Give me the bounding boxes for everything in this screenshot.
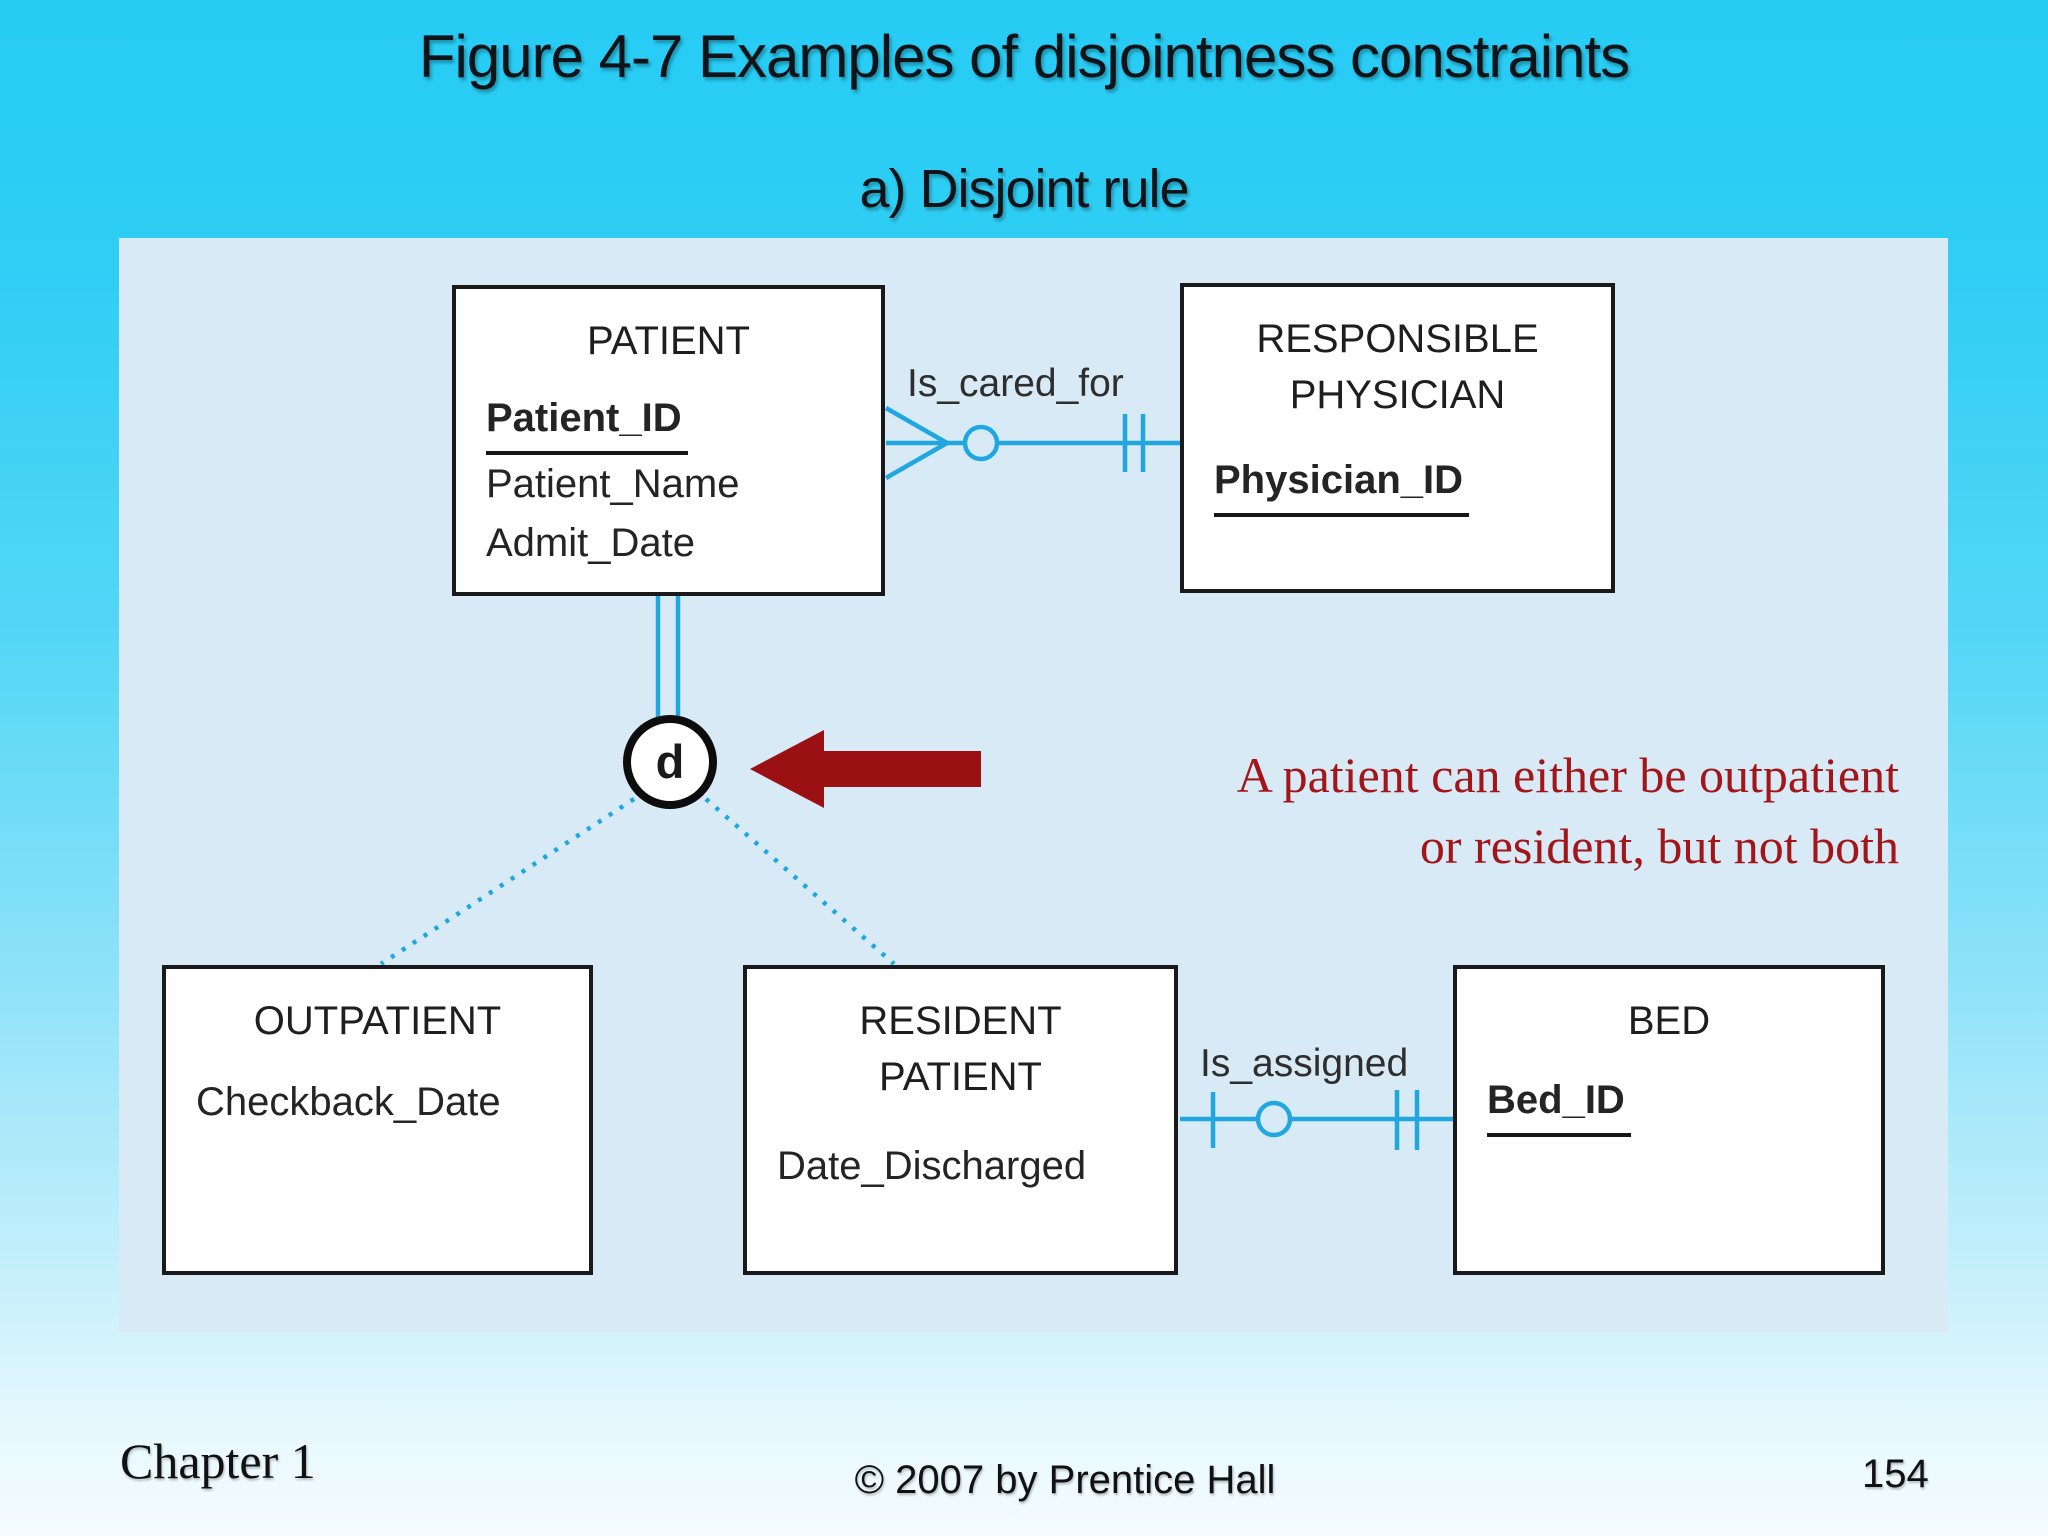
entity-responsible-physician: RESPONSIBLE PHYSICIAN Physician_ID bbox=[1180, 283, 1615, 593]
left-arrow-icon bbox=[750, 730, 981, 808]
entity-attributes: Physician_ID bbox=[1214, 451, 1470, 517]
entity-title-line: OUTPATIENT bbox=[253, 999, 502, 1043]
is-assigned-connector bbox=[1180, 1090, 1453, 1150]
footer-page-number: 154 bbox=[1862, 1452, 1929, 1496]
key-attribute: Physician_ID bbox=[1214, 451, 1470, 517]
optional-circle-icon bbox=[962, 424, 1000, 462]
entity-title-line: RESIDENT bbox=[859, 999, 1062, 1043]
entity-title: PATIENT bbox=[456, 313, 881, 369]
is-cared-for-connector bbox=[884, 406, 1180, 480]
entity-attributes: Date_Discharged bbox=[777, 1137, 1086, 1196]
entity-title: RESIDENT PATIENT bbox=[747, 993, 1174, 1105]
entity-attributes: Patient_ID Patient_Name Admit_Date bbox=[486, 389, 739, 573]
attribute: Date_Discharged bbox=[777, 1144, 1087, 1188]
entity-title-line: BED bbox=[1627, 999, 1711, 1043]
entity-attributes: Checkback_Date bbox=[196, 1073, 501, 1132]
mandatory-double-bar-icon bbox=[1394, 1090, 1420, 1150]
entity-outpatient: OUTPATIENT Checkback_Date bbox=[162, 965, 593, 1275]
page-title: Figure 4-7 Examples of disjointness cons… bbox=[418, 23, 1630, 90]
entity-title: RESPONSIBLE PHYSICIAN bbox=[1184, 311, 1611, 423]
entity-title-line: RESPONSIBLE bbox=[1256, 317, 1539, 361]
page-subtitle: a) Disjoint rule bbox=[859, 159, 1189, 219]
subtype-dotted-connectors bbox=[379, 797, 896, 966]
footer-copyright: © 2007 by Prentice Hall bbox=[854, 1458, 1276, 1502]
entity-title-line: PATIENT bbox=[587, 319, 750, 363]
attribute: Admit_Date bbox=[486, 521, 695, 565]
attribute: Checkback_Date bbox=[196, 1080, 501, 1124]
entity-title: BED bbox=[1457, 993, 1881, 1049]
mandatory-double-bar-icon bbox=[1122, 414, 1146, 472]
attribute: Patient_Name bbox=[486, 462, 740, 506]
entity-resident-patient: RESIDENT PATIENT Date_Discharged bbox=[743, 965, 1178, 1275]
annotation-line: A patient can either be outpatient bbox=[1236, 747, 1899, 803]
entity-title: OUTPATIENT bbox=[166, 993, 589, 1049]
entity-attributes: Bed_ID bbox=[1487, 1071, 1631, 1137]
entity-title-line: PATIENT bbox=[879, 1055, 1042, 1099]
entity-title-line: PHYSICIAN bbox=[1289, 373, 1506, 417]
annotation-note: A patient can either be outpatient or re… bbox=[1237, 740, 1899, 882]
crows-foot-icon bbox=[884, 406, 949, 480]
optional-circle-icon bbox=[1255, 1100, 1293, 1138]
footer-chapter: Chapter 1 bbox=[120, 1433, 316, 1489]
key-attribute: Patient_ID bbox=[486, 389, 688, 455]
relationship-label-is-assigned: Is_assigned bbox=[1200, 1042, 1409, 1085]
relationship-label-is-cared-for: Is_cared_for bbox=[907, 362, 1124, 405]
key-attribute: Bed_ID bbox=[1487, 1071, 1631, 1137]
disjoint-rule-symbol: d bbox=[623, 715, 717, 809]
entity-bed: BED Bed_ID bbox=[1453, 965, 1885, 1275]
entity-patient: PATIENT Patient_ID Patient_Name Admit_Da… bbox=[452, 285, 885, 596]
annotation-line: or resident, but not both bbox=[1419, 818, 1899, 874]
